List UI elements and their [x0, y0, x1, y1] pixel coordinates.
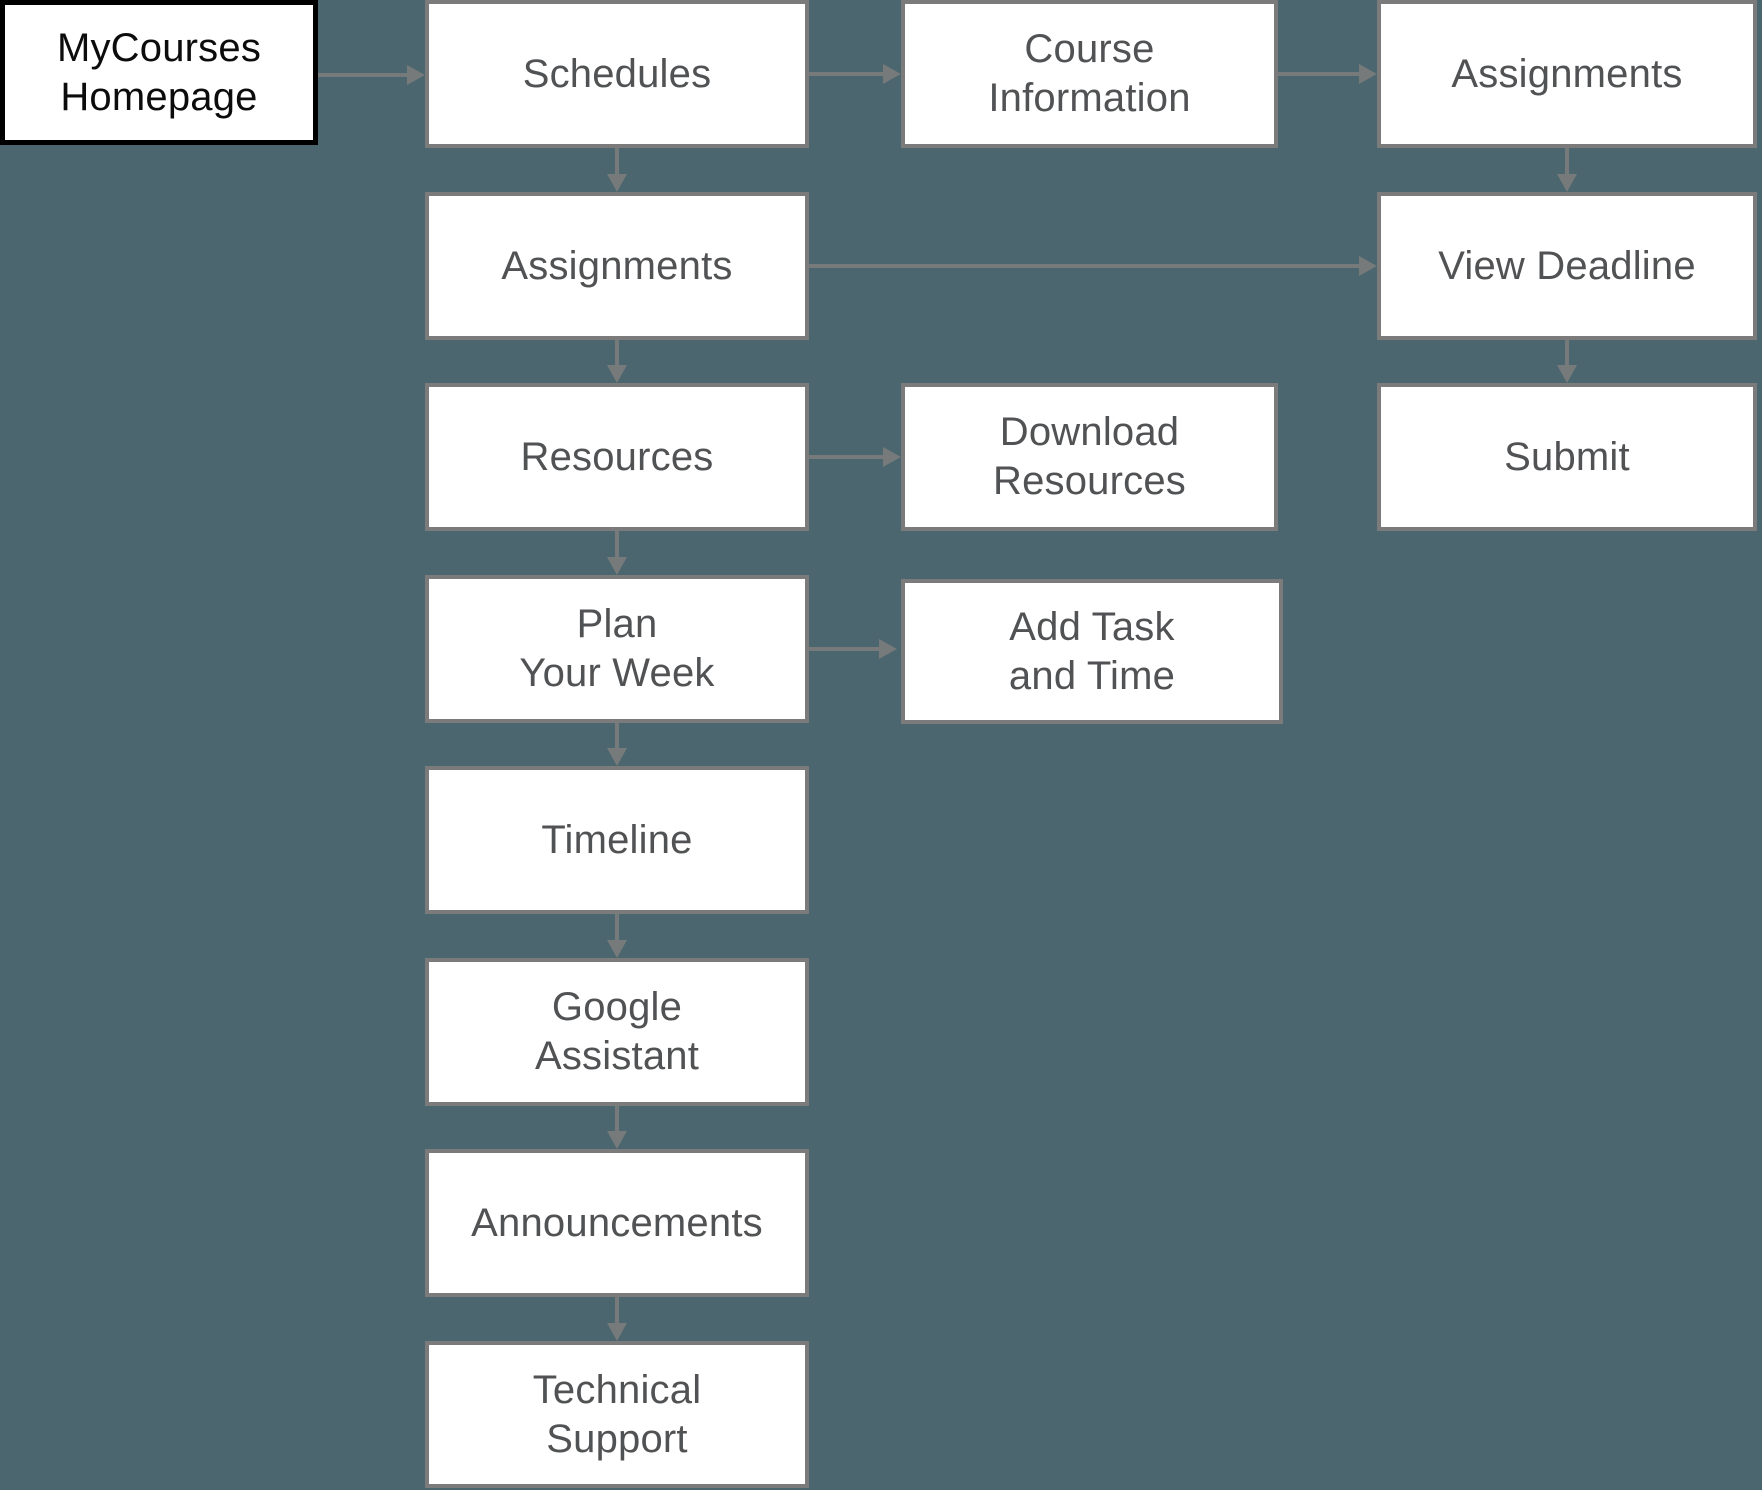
node-announcements: Announcements — [425, 1149, 809, 1297]
arrow-google-assistant-to-announcements — [607, 1106, 627, 1149]
node-google-assistant: Google Assistant — [425, 958, 809, 1106]
node-mycourses-homepage-label: MyCourses Homepage — [56, 25, 262, 119]
arrow-mycourses-to-schedules — [318, 65, 425, 85]
node-plan-your-week: Plan Your Week — [425, 575, 809, 723]
node-view-deadline-label: View Deadline — [1438, 243, 1696, 288]
arrow-resources-to-download-resources — [809, 447, 901, 467]
node-technical-support: Technical Support — [425, 1341, 809, 1488]
arrow-resources-to-plan-your-week — [607, 531, 627, 575]
node-course-information-label: Course Information — [988, 27, 1191, 120]
node-assignments-top-label: Assignments — [1451, 51, 1683, 96]
arrow-course-information-to-assignments-top — [1278, 64, 1377, 84]
node-schedules: Schedules — [425, 0, 809, 148]
node-resources: Resources — [425, 383, 809, 531]
node-download-resources-label: Download Resources — [993, 410, 1186, 503]
arrow-plan-your-week-to-timeline — [607, 723, 627, 766]
node-add-task-and-time: Add Task and Time — [901, 579, 1283, 724]
arrow-timeline-to-google-assistant — [607, 914, 627, 958]
node-assignments: Assignments — [425, 192, 809, 340]
node-add-task-and-time-label: Add Task and Time — [1008, 604, 1176, 698]
node-resources-label: Resources — [520, 434, 714, 479]
arrow-assignments-to-resources — [607, 340, 627, 383]
node-announcements-label: Announcements — [471, 1200, 763, 1245]
node-timeline: Timeline — [425, 766, 809, 914]
node-view-deadline: View Deadline — [1377, 192, 1757, 340]
arrow-schedules-to-course-information — [809, 64, 901, 84]
node-plan-your-week-label: Plan Your Week — [519, 602, 715, 695]
arrow-assignments-to-view-deadline — [809, 256, 1377, 276]
arrow-announcements-to-technical-support — [607, 1297, 627, 1341]
node-course-information: Course Information — [901, 0, 1278, 148]
node-schedules-label: Schedules — [522, 51, 712, 96]
node-timeline-label: Timeline — [541, 817, 693, 862]
node-technical-support-label: Technical Support — [532, 1367, 702, 1461]
node-assignments-top: Assignments — [1377, 0, 1757, 148]
arrow-assignments-top-to-view-deadline — [1557, 148, 1577, 192]
arrow-plan-your-week-to-add-task-and-time — [809, 639, 897, 659]
node-submit: Submit — [1377, 383, 1757, 531]
node-download-resources: Download Resources — [901, 383, 1278, 531]
node-submit-label: Submit — [1504, 434, 1630, 479]
arrow-view-deadline-to-submit — [1557, 340, 1577, 383]
arrow-schedules-to-assignments — [607, 148, 627, 192]
node-assignments-label: Assignments — [501, 243, 733, 288]
node-mycourses-homepage: MyCourses Homepage — [0, 0, 318, 145]
node-google-assistant-label: Google Assistant — [534, 985, 700, 1078]
